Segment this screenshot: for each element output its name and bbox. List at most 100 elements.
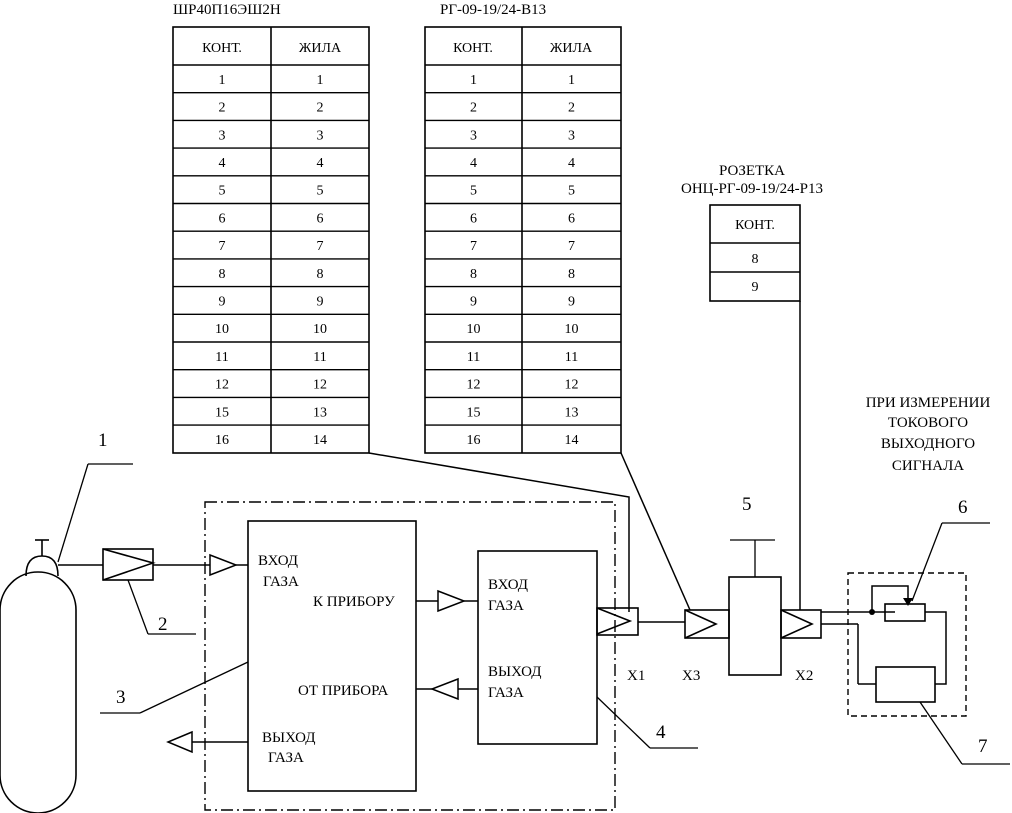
left-table-row-14-cont: 16: [215, 433, 229, 448]
middle-table-row-6-cont: 6: [470, 211, 477, 226]
middle-table-header-wire: ЖИЛА: [550, 41, 593, 56]
middle-table-row-3-wire: 3: [568, 128, 575, 143]
left-table-row-10-cont: 10: [215, 322, 229, 337]
left-pin-table: [172, 26, 370, 454]
left-table-row-1-wire: 1: [317, 73, 324, 88]
from-device-arrow: [429, 677, 459, 701]
callout-5: 5: [742, 494, 752, 515]
gas-distribution-block: [247, 520, 417, 792]
middle-table-row-12-cont: 12: [467, 378, 481, 393]
middle-table-row-4-cont: 4: [470, 156, 477, 171]
connector-x3-label: X3: [682, 668, 700, 684]
left-table-row-1-cont: 1: [219, 73, 226, 88]
middle-table-row-14-cont: 16: [467, 433, 481, 448]
middle-table-row-7-cont: 7: [470, 239, 477, 254]
middle-table-row-2-cont: 2: [470, 101, 477, 116]
block4-outlet-line2: ГАЗА: [488, 685, 524, 701]
block3-outlet-line1: ВЫХОД: [262, 730, 315, 746]
middle-table-row-8-cont: 8: [470, 267, 477, 282]
measurement-wiring: [821, 585, 947, 685]
socket-row-8: 8: [752, 252, 759, 267]
device-block: [477, 550, 598, 745]
middle-pin-table: [424, 26, 622, 454]
middle-table-row-3-cont: 3: [470, 128, 477, 143]
socket-row-9: 9: [752, 280, 759, 295]
block4-outlet-line1: ВЫХОД: [488, 664, 541, 680]
current-note-line3: ВЫХОДНОГО: [881, 436, 975, 452]
left-table-row-8-cont: 8: [219, 267, 226, 282]
current-note-line1: ПРИ ИЗМЕРЕНИИ: [866, 395, 991, 411]
middle-table-row-5-cont: 5: [470, 184, 477, 199]
left-table-row-6-cont: 6: [219, 211, 226, 226]
pressure-reducer: [102, 548, 156, 581]
left-table-row-5-wire: 5: [317, 184, 324, 199]
callout-6: 6: [958, 497, 968, 518]
connector-x2: [780, 609, 822, 639]
middle-table-row-6-wire: 6: [568, 211, 575, 226]
middle-table-row-11-cont: 11: [467, 350, 480, 365]
left-table-row-7-cont: 7: [219, 239, 226, 254]
left-table-row-3-cont: 3: [219, 128, 226, 143]
middle-table-row-1-cont: 1: [470, 73, 477, 88]
middle-table-row-13-cont: 15: [467, 405, 481, 420]
left-table-row-3-wire: 3: [317, 128, 324, 143]
block3-outlet-line2: ГАЗА: [268, 750, 304, 766]
ammeter: [875, 666, 936, 703]
socket-pin-table: [709, 204, 801, 302]
middle-table-row-13-wire: 13: [565, 405, 579, 420]
left-table-row-6-wire: 6: [317, 211, 324, 226]
left-table-row-4-cont: 4: [219, 156, 226, 171]
left-table-row-2-wire: 2: [317, 101, 324, 116]
middle-table-row-10-cont: 10: [467, 322, 481, 337]
block3-inlet-line1: ВХОД: [258, 553, 298, 569]
middle-table-row-10-wire: 10: [565, 322, 579, 337]
gas-cylinder: [0, 539, 77, 813]
gas-panel-enclosure: [204, 501, 616, 811]
middle-table-row-7-wire: 7: [568, 239, 575, 254]
left-table-row-13-cont: 15: [215, 405, 229, 420]
socket-header: КОНТ.: [735, 218, 775, 233]
left-table-row-11-cont: 11: [215, 350, 228, 365]
middle-table-row-14-wire: 14: [565, 433, 579, 448]
to-device-arrow: [437, 589, 467, 613]
left-table-row-2-cont: 2: [219, 101, 226, 116]
left-table-row-4-wire: 4: [317, 156, 324, 171]
middle-table-row-8-wire: 8: [568, 267, 575, 282]
middle-table-row-9-cont: 9: [470, 294, 477, 309]
connector-x2-label: X2: [795, 668, 813, 684]
callout-7: 7: [978, 736, 988, 757]
block3-to-device: К ПРИБОРУ: [313, 594, 395, 610]
rheostat: [884, 603, 926, 622]
block4-inlet-line1: ВХОД: [488, 577, 528, 593]
left-table-row-9-wire: 9: [317, 294, 324, 309]
block3-from-device: ОТ ПРИБОРА: [298, 683, 389, 699]
callout-4: 4: [656, 722, 666, 743]
left-table-header-wire: ЖИЛА: [299, 41, 342, 56]
connector-x1: [596, 607, 639, 636]
middle-table-row-5-wire: 5: [568, 184, 575, 199]
middle-table-row-4-wire: 4: [568, 156, 575, 171]
block-5: [728, 576, 782, 676]
connector-x1-label: X1: [627, 668, 645, 684]
inlet-arrow: [209, 553, 239, 577]
current-note-line4: СИГНАЛА: [892, 458, 964, 474]
left-table-row-10-wire: 10: [313, 322, 327, 337]
left-table-header-cont: КОНТ.: [202, 41, 242, 56]
block4-inlet-line2: ГАЗА: [488, 598, 524, 614]
middle-table-row-2-wire: 2: [568, 101, 575, 116]
socket-title-line2: ОНЦ-РГ-09-19/24-Р13: [681, 181, 823, 197]
callout-2: 2: [158, 614, 168, 635]
callout-1: 1: [98, 430, 108, 451]
left-table-title: ШР40П16ЭШ2Н: [173, 2, 281, 18]
left-table-row-9-cont: 9: [219, 294, 226, 309]
left-table-row-12-wire: 12: [313, 378, 327, 393]
left-table-row-11-wire: 11: [313, 350, 326, 365]
current-note-line2: ТОКОВОГО: [888, 415, 968, 431]
socket-title-line1: РОЗЕТКА: [719, 163, 785, 179]
left-table-row-14-wire: 14: [313, 433, 327, 448]
middle-table-title: РГ-09-19/24-В13: [440, 2, 546, 18]
measurement-enclosure: [847, 572, 967, 717]
block3-inlet-line2: ГАЗА: [263, 574, 299, 590]
outlet-arrow: [166, 730, 193, 754]
